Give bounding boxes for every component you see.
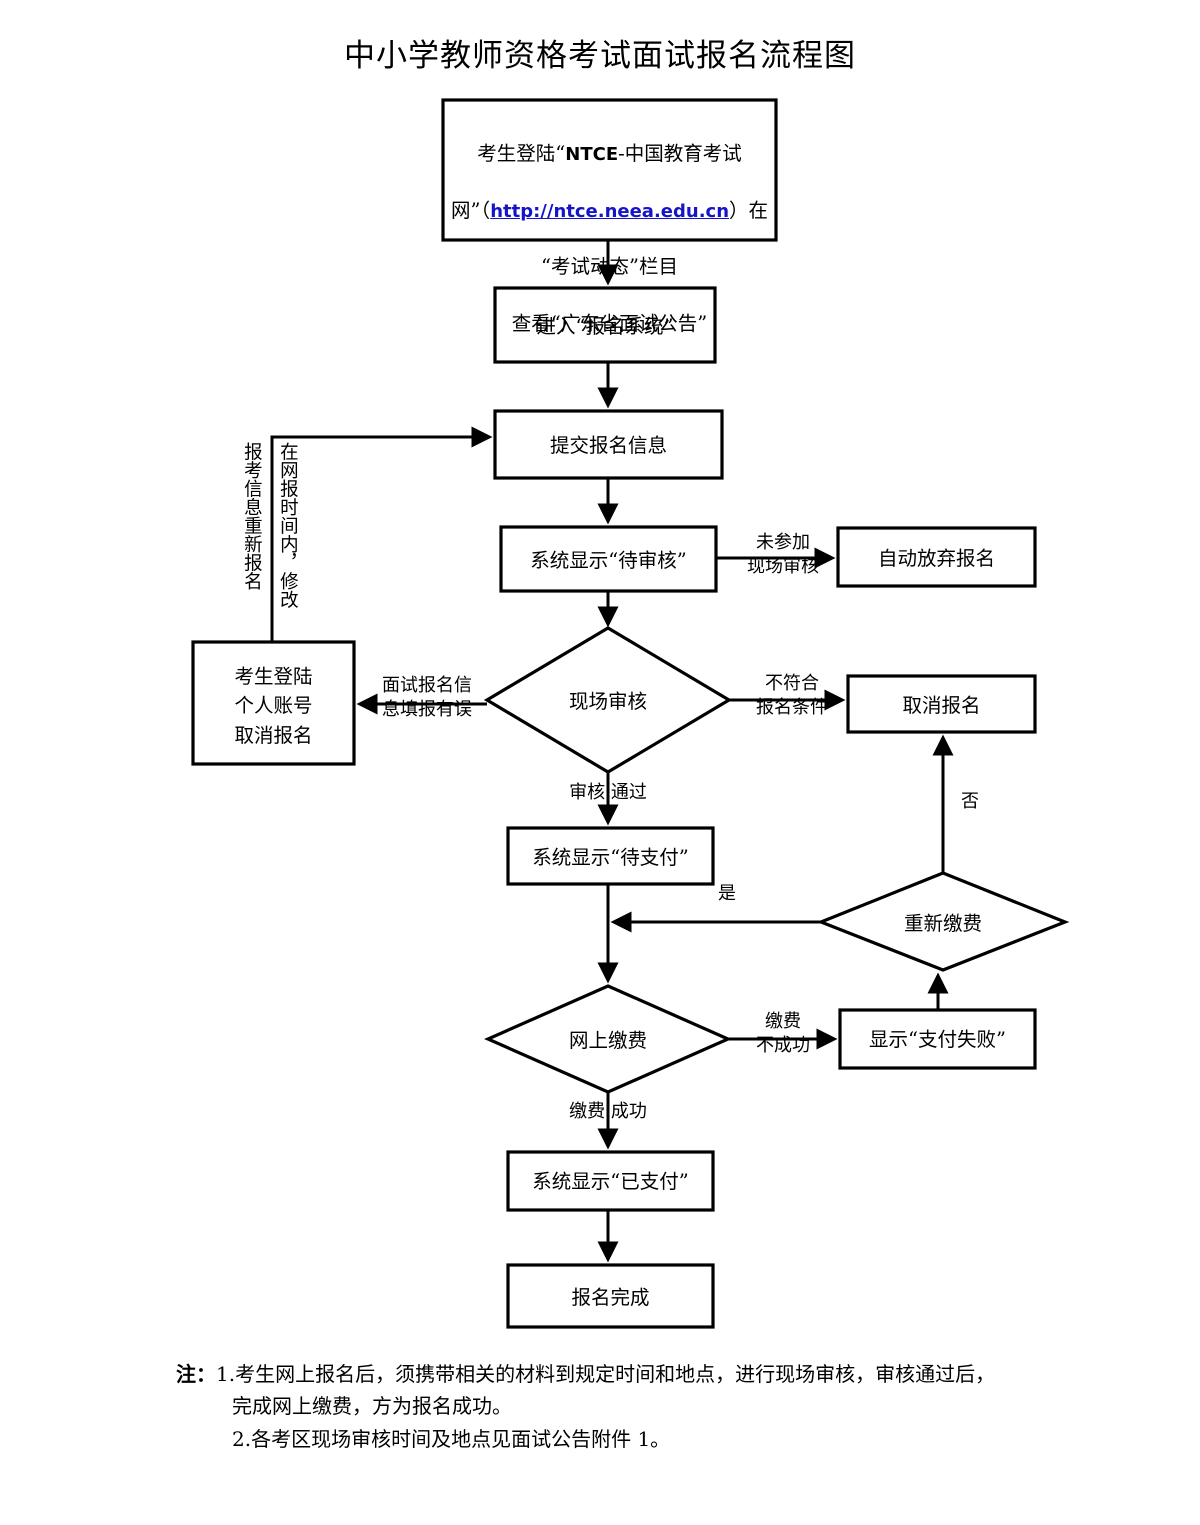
note-line-1: 注：1.考生网上报名后，须携带相关的材料到规定时间和地点，进行现场审核，审核通过… bbox=[176, 1358, 1076, 1390]
note-item-3: 2.各考区现场审核时间及地点见面试公告附件 1。 bbox=[232, 1426, 671, 1451]
node-onsite-review-diamond bbox=[483, 626, 733, 774]
node-paid-box bbox=[506, 1150, 715, 1212]
note-line-2: 完成网上缴费，方为报名成功。 bbox=[176, 1390, 1076, 1422]
notes-block: 注：1.考生网上报名后，须携带相关的材料到规定时间和地点，进行现场审核，审核通过… bbox=[176, 1358, 1076, 1455]
node-cancel-registration-box bbox=[846, 674, 1037, 734]
note-item-2: 完成网上缴费，方为报名成功。 bbox=[232, 1394, 512, 1419]
edge-label-payment-failed: 缴费 不成功 bbox=[756, 1011, 810, 1057]
notes-label: 注： bbox=[176, 1362, 216, 1386]
edge-label-payment-success: 缴费 成功 bbox=[569, 1101, 647, 1122]
node-repay-diamond bbox=[816, 871, 1070, 972]
node-pending-review-box bbox=[499, 525, 718, 593]
note-item-1: 1.考生网上报名后，须携带相关的材料到规定时间和地点，进行现场审核，审核通过后， bbox=[216, 1362, 996, 1386]
page-title: 中小学教师资格考试面试报名流程图 bbox=[344, 38, 856, 74]
edge-label-reapply-vertical: 报考信息重新报名 bbox=[241, 442, 263, 590]
node-login-cancel-box bbox=[191, 640, 356, 766]
edge-label-yes: 是 bbox=[718, 883, 736, 904]
edge-label-info-error: 面试报名信 息填报有误 bbox=[382, 675, 472, 721]
edge-label-not-attended: 未参加 现场审核 bbox=[747, 532, 819, 578]
node-registration-done-box bbox=[506, 1263, 715, 1329]
edge-label-no: 否 bbox=[961, 791, 979, 812]
edge-login-cancel-to-submit-info bbox=[270, 426, 493, 642]
node-auto-abandon-box bbox=[836, 526, 1037, 588]
node-payment-failed-box bbox=[838, 1008, 1037, 1070]
node-submit-info-box bbox=[493, 409, 724, 480]
node-pending-payment-box bbox=[506, 826, 715, 886]
node-online-payment-diamond bbox=[484, 984, 732, 1094]
edge-label-not-qualified: 不符合 报名条件 bbox=[756, 673, 828, 719]
node-start-box bbox=[441, 98, 778, 242]
edge-label-review-passed: 审核 通过 bbox=[569, 782, 647, 803]
edge-label-modify-vertical: 在网报时间内，修改 bbox=[277, 442, 299, 609]
note-line-3: 2.各考区现场审核时间及地点见面试公告附件 1。 bbox=[176, 1423, 1076, 1455]
node-enter-system-box bbox=[493, 286, 717, 364]
